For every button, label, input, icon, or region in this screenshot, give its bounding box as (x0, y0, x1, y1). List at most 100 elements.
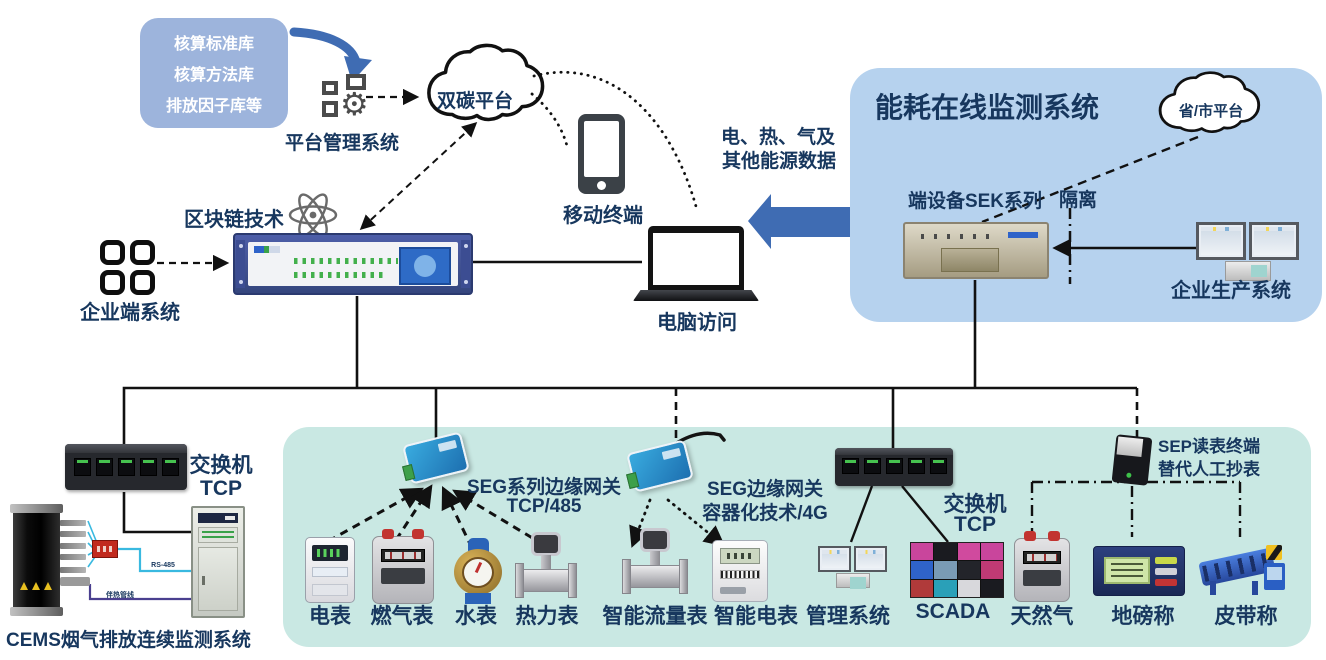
switch-ports (835, 455, 953, 474)
cems-caption: CEMS烟气排放连续监测系统 (6, 630, 251, 651)
water-meter-icon (453, 538, 503, 604)
library-line: 核算标准库 (173, 36, 254, 53)
square-icon (322, 101, 338, 117)
indicator-button (1155, 568, 1177, 575)
sensor-probe (60, 531, 86, 537)
label-natural-gas: 天然气 (1010, 605, 1074, 628)
label-belt-scale: 皮带称 (1214, 605, 1278, 628)
energy-data-label: 其他能源数据 (721, 151, 837, 172)
dual-carbon-cloud-label: 双碳平台 (436, 91, 514, 112)
electric-meter-icon (305, 537, 355, 603)
cems-converter-icon (92, 540, 118, 558)
meter-lcd (312, 545, 348, 561)
sep-label: 替代人工抄表 (1158, 460, 1260, 479)
switch-top (835, 448, 953, 455)
square-icon (100, 270, 125, 295)
switch-ports (65, 453, 187, 476)
valve-cap (1048, 531, 1060, 541)
conveyor-leg (1252, 581, 1258, 595)
sensor-probe (60, 554, 86, 560)
enterprise-system-icon (100, 240, 158, 295)
meter-label-flow: 智能流量表 (602, 605, 708, 628)
cloud-to-mobile-link (530, 92, 569, 148)
monitor-screen (1196, 222, 1246, 260)
sek-leds (921, 234, 997, 239)
rs485-cable-label: RS-485 (151, 562, 175, 569)
ethernet-port (73, 458, 91, 476)
server-screen (399, 247, 451, 285)
natural-gas-meter-icon (1014, 531, 1070, 602)
weighbridge-indicator-icon (1093, 546, 1185, 596)
sensor-probe (60, 567, 86, 573)
scada-screen-icon (910, 542, 1004, 598)
meter-label-water: 水表 (455, 605, 497, 628)
cems-chimney-icon (10, 504, 90, 616)
laptop-base-icon (633, 290, 759, 301)
monitor-screen (818, 546, 851, 572)
smart-flow-meter-icon (622, 528, 688, 604)
flow-arrow-icon (32, 582, 40, 590)
sep-screen (1116, 436, 1144, 457)
ethernet-port (95, 458, 113, 476)
label-mgmt-system: 管理系统 (806, 605, 890, 628)
valve-cap (382, 529, 394, 539)
indicator-button (1155, 557, 1177, 564)
flange (679, 559, 688, 594)
cabinet-door (198, 547, 238, 611)
monitor-base-screen (849, 577, 866, 589)
belt-scale-icon (1198, 537, 1286, 597)
meter-panel (381, 568, 425, 584)
laptop-screen-icon (648, 226, 744, 290)
mobile-phone-icon (578, 114, 625, 194)
meter-barcode (720, 570, 760, 579)
meter-label-smart: 智能电表 (714, 605, 798, 628)
switch-top (65, 444, 187, 453)
gateway1-label: SEG系列边缘网关 (466, 477, 622, 498)
ethernet-port (139, 458, 157, 476)
monitor-base (835, 573, 870, 589)
flow-arrow-icon (44, 582, 52, 590)
switch1-label: 交换机 (189, 454, 253, 477)
rack-ear (461, 240, 470, 288)
gateway-label-tag (661, 447, 682, 460)
meter-lcd (720, 548, 760, 564)
province-cloud-label: 省/市平台 (1178, 103, 1244, 120)
platform-management-icon: ⚙ (322, 74, 392, 132)
server-leds (294, 258, 398, 264)
label-weighbridge: 地磅称 (1111, 605, 1175, 628)
platform-mgmt-label: 平台管理系统 (284, 133, 400, 154)
monitor-screen (1249, 222, 1299, 260)
indicator-button (1155, 579, 1177, 586)
ethernet-port (885, 458, 903, 474)
phone-screen (584, 121, 619, 177)
energy-data-flow-arrow (748, 194, 850, 249)
meter-label-heat: 热力表 (515, 605, 579, 628)
sep-label: SEP读表终端 (1157, 437, 1261, 456)
energy-panel-title: 能耗在线监测系统 (875, 92, 1100, 123)
sep-reader-icon (1111, 434, 1153, 486)
chimney-cap (10, 504, 63, 513)
enterprise-system-label: 企业端系统 (80, 302, 180, 324)
sek-terminal-device (903, 222, 1049, 279)
valve-cap (1024, 531, 1036, 541)
switch1-icon (65, 444, 187, 490)
conveyor-leg (1210, 581, 1216, 595)
monitor-base (1224, 261, 1271, 281)
server-logo (254, 246, 280, 253)
gateway1-label: TCP/485 (506, 496, 582, 517)
library-box: 核算标准库 核算方法库 排放因子库等 (140, 18, 288, 128)
valve-cap (412, 529, 424, 539)
blockchain-label: 区块链技术 (184, 209, 284, 231)
heat-meter-icon (515, 532, 577, 604)
meter-head (531, 532, 561, 556)
meter-counter (381, 549, 425, 562)
management-monitors-icon (818, 546, 887, 589)
sensor-probe (60, 543, 86, 549)
gear-icon: ⚙ (340, 86, 369, 122)
gateway2-label: SEG边缘网关 (706, 479, 824, 500)
gateway2-label: 容器化技术/4G (702, 503, 828, 524)
production-system-label: 企业生产系统 (1171, 280, 1291, 302)
meter-pipe (465, 593, 491, 604)
smart-electric-meter-icon (712, 540, 768, 602)
